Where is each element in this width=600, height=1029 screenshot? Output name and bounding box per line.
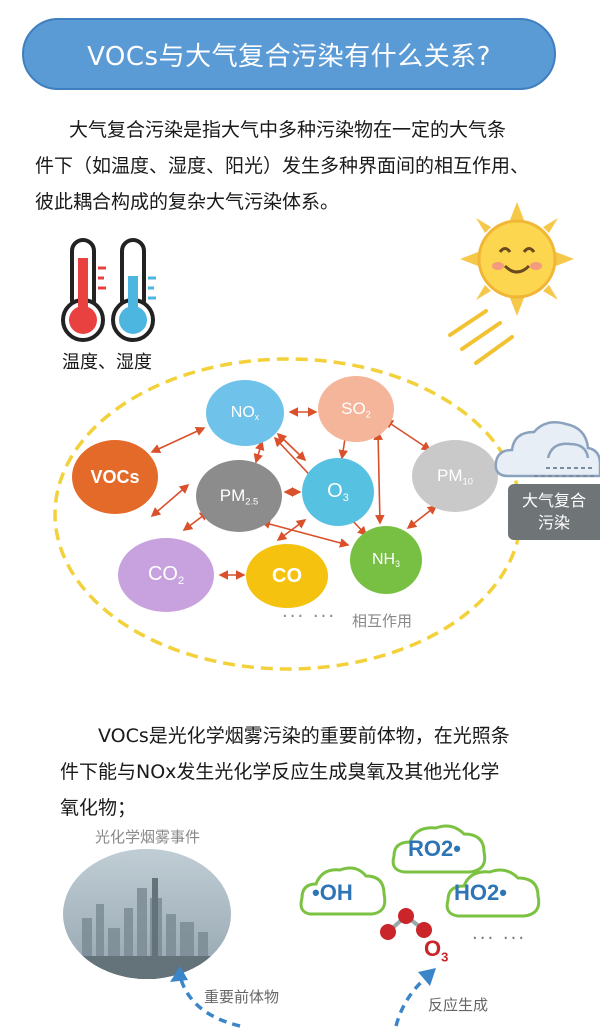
interaction-label: 相互作用: [352, 612, 413, 630]
node-so2: SO2: [318, 376, 394, 442]
node-co2-label: CO2: [148, 563, 184, 587]
node-vocs-label: VOCs: [90, 466, 140, 487]
pm25-sub: 2.5: [245, 496, 259, 507]
precursor-arrow-icon: [170, 966, 241, 1028]
complex-pollution-label-2: 污染: [537, 513, 570, 532]
node-pm25-label: PM2.5: [220, 486, 259, 506]
complex-pollution-box: 大气复合 污染: [508, 484, 600, 540]
o3-base: O: [327, 480, 343, 503]
node-co2: CO2: [118, 538, 214, 612]
temp-humidity-label: 温度、湿度: [62, 352, 152, 373]
node-pm25: PM2.5: [196, 460, 282, 532]
node-o3: O3: [302, 458, 374, 526]
node-pm10-label: PM10: [437, 466, 473, 486]
node-nh3: NH3: [350, 526, 422, 594]
thermometer-blue-icon: [111, 238, 156, 342]
vocs-line-3: 氧化物；: [60, 797, 137, 819]
smog-event-label: 光化学烟雾事件: [95, 828, 201, 846]
reaction-arrow-icon: [394, 968, 436, 1027]
node-o3-label: O3: [327, 480, 349, 504]
node-co-label: CO: [272, 564, 302, 587]
thermometer-icons: [61, 238, 156, 342]
pm25-base: PM: [219, 485, 246, 505]
nox-base: NO: [230, 403, 255, 421]
vocs-line-2: 件下能与NOx发生光化学反应生成臭氧及其他光化学: [60, 761, 500, 783]
sun-icon: [460, 202, 574, 316]
sunlight-rays-icon: [448, 309, 514, 365]
co2-base: CO: [147, 563, 178, 586]
precursor-label: 重要前体物: [204, 988, 280, 1006]
node-nox-label: NOx: [231, 404, 259, 422]
page-title-text: VOCs与大气复合污染有什么关系?: [87, 41, 491, 72]
ozone-molecule-icon: [380, 908, 432, 940]
intro-line-3: 彼此耦合构成的复杂大气污染体系。: [35, 191, 340, 213]
co2-sub: 2: [177, 574, 185, 587]
ozone-label: O3: [424, 936, 448, 964]
so2-sub: 2: [365, 409, 371, 420]
ozone-base: O: [424, 936, 442, 961]
nh3-base: NH: [371, 550, 396, 568]
pm10-sub: 10: [462, 476, 473, 487]
radical-ellipsis: ··· ···: [472, 928, 527, 949]
thermometer-red-icon: [61, 238, 106, 342]
nox-sub: x: [254, 412, 260, 423]
node-nox: NOx: [206, 380, 284, 446]
smog-city-photo: [63, 849, 231, 979]
node-vocs: VOCs: [72, 440, 158, 514]
page-title: VOCs与大气复合污染有什么关系?: [22, 18, 556, 90]
so2-base: SO: [341, 398, 366, 418]
nh3-sub: 3: [395, 559, 400, 570]
reaction-label: 反应生成: [428, 996, 489, 1014]
cloud-ho2-icon: [445, 868, 541, 918]
intro-line-1: 大气复合污染是指大气中多种污染物在一定的大气条: [69, 119, 507, 141]
radical-ho2: HO2•: [454, 880, 507, 905]
o3-sub: 3: [342, 491, 349, 504]
diagram-ellipsis: ··· ···: [282, 606, 337, 627]
cloud-oh-icon: [299, 866, 387, 916]
node-nh3-label: NH3: [372, 551, 400, 569]
intro-line-2: 件下（如温度、湿度、阳光）发生多种界面间的相互作用、: [35, 155, 530, 177]
node-pm10: PM10: [412, 440, 498, 512]
ozone-sub: 3: [441, 949, 449, 965]
pm10-base: PM: [437, 465, 463, 485]
vocs-line-1: VOCs是光化学烟雾污染的重要前体物，在光照条: [98, 725, 510, 747]
node-co: CO: [246, 544, 328, 608]
cloud-ro2-icon: [391, 824, 487, 874]
node-so2-label: SO2: [341, 399, 371, 419]
complex-pollution-label-1: 大气复合: [521, 491, 586, 510]
radical-oh: •OH: [312, 880, 353, 905]
radical-ro2: RO2•: [408, 836, 461, 861]
cloud-icon: [494, 421, 600, 478]
